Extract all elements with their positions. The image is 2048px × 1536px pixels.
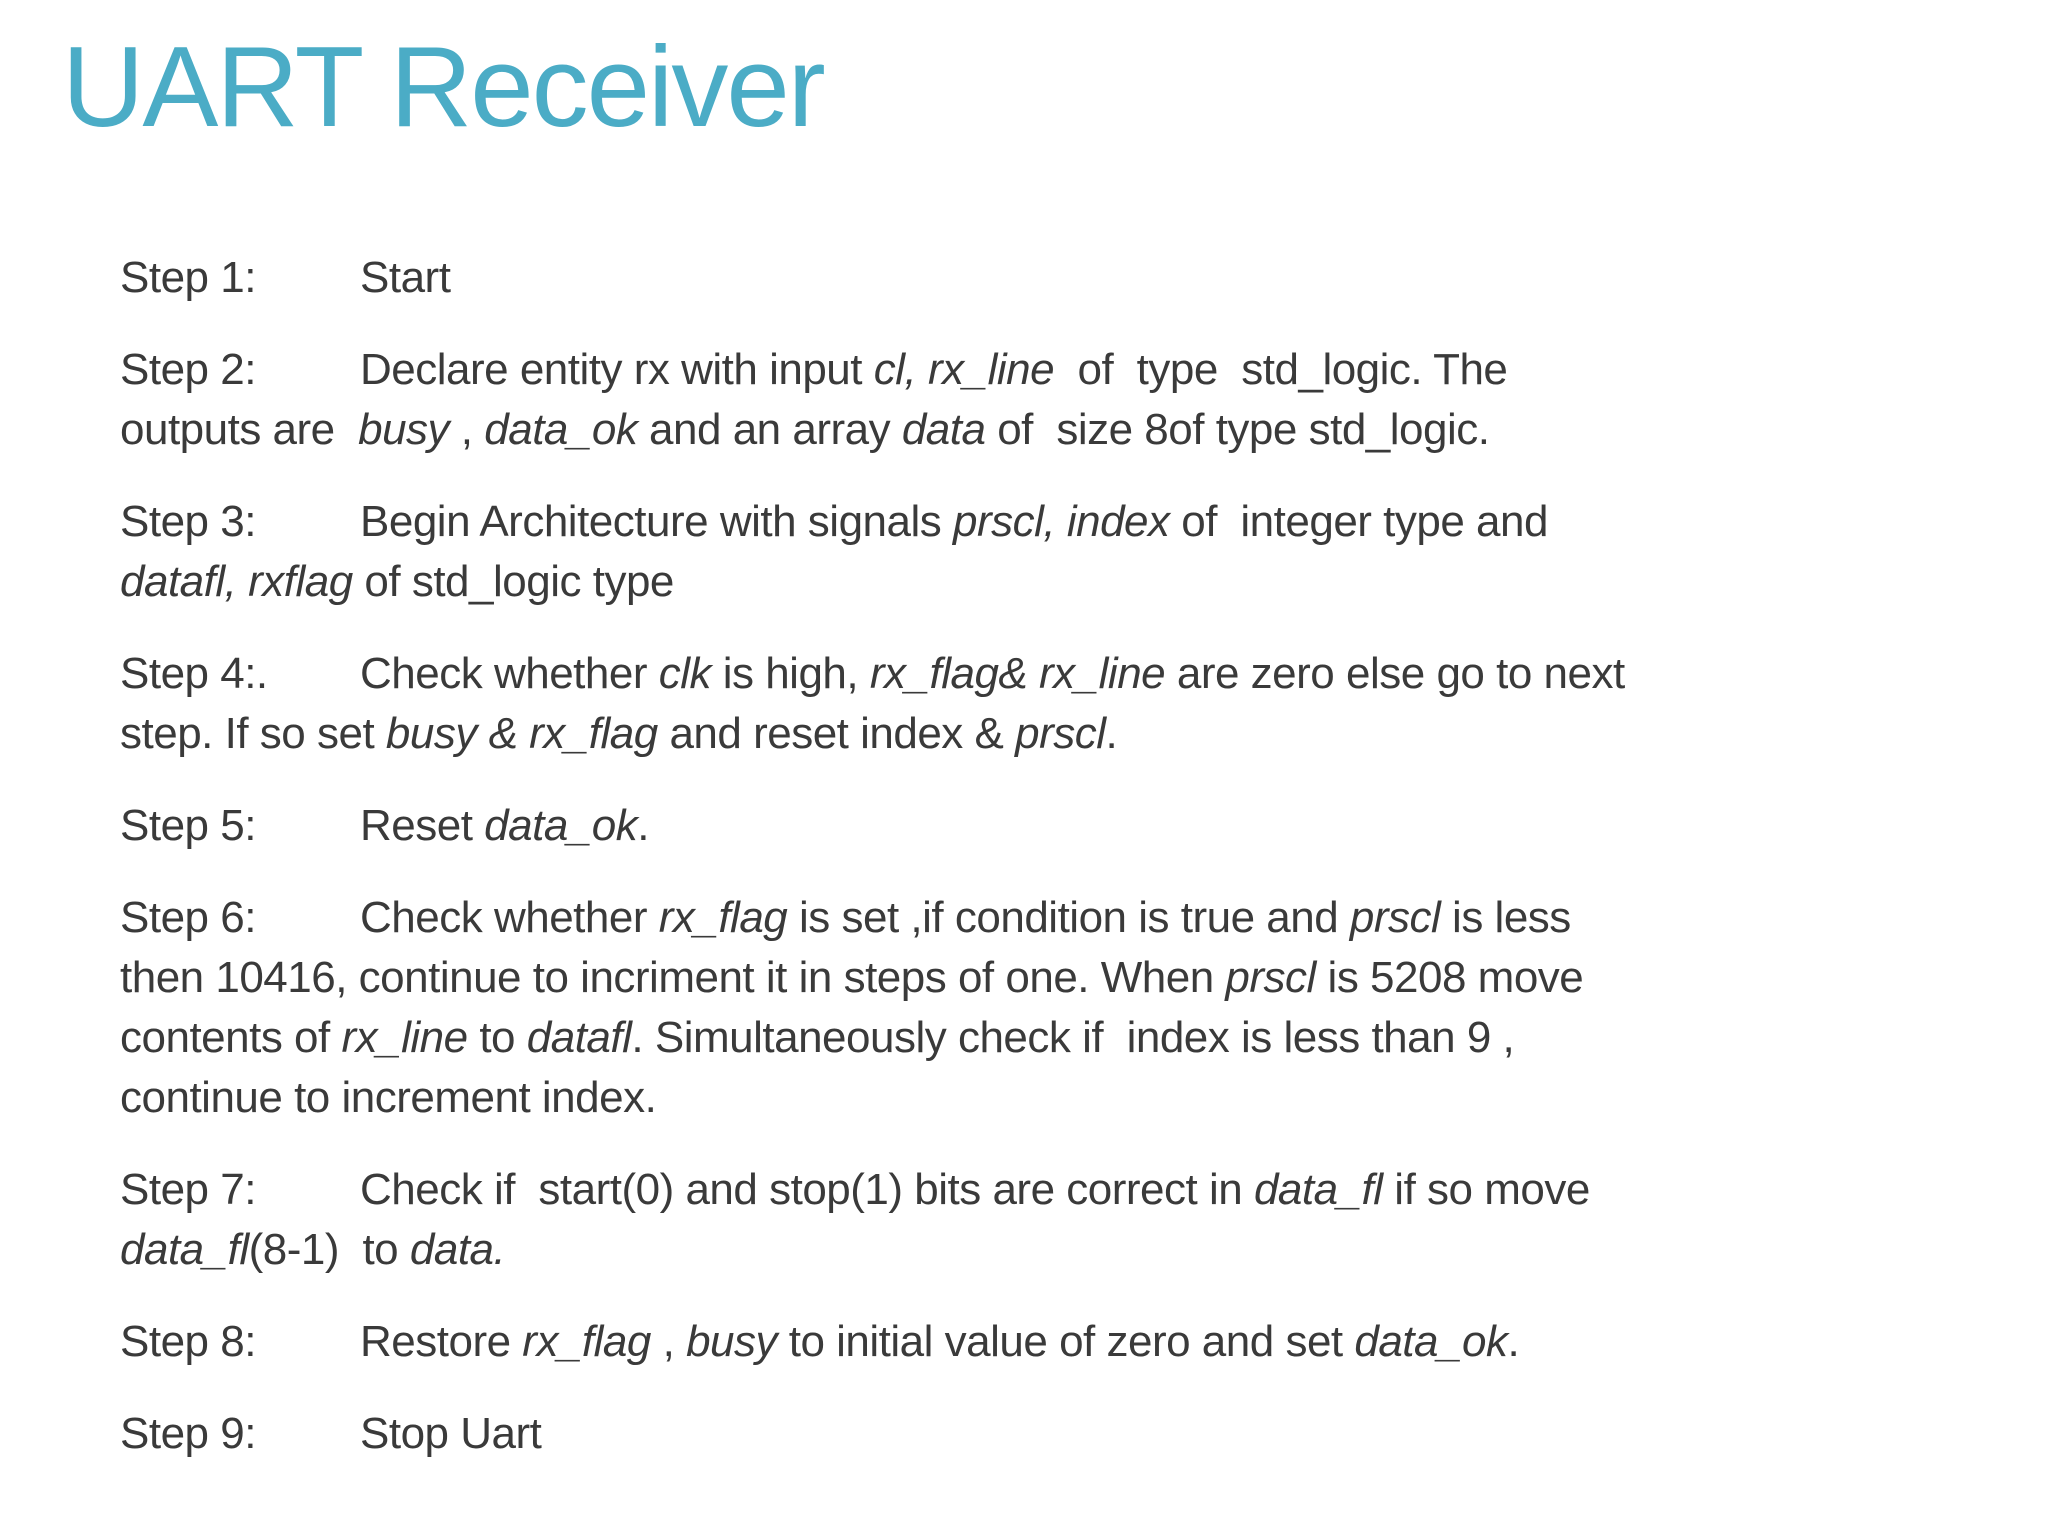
step-text-run: , [650, 1317, 687, 1366]
step-label: Step 7: [120, 1165, 256, 1214]
step-text-run: busy [686, 1317, 778, 1366]
step-label: Step 1: [120, 253, 256, 302]
step-text-run: Stop Uart [360, 1409, 542, 1458]
step-text-run: prscl, index [952, 497, 1170, 546]
step-label: Step 6: [120, 893, 256, 942]
step-text-run: of type std_logic. The [1054, 345, 1508, 394]
step-text-run: of size 8of type std_logic. [985, 405, 1490, 454]
step-text-run: (8-1) to [248, 1225, 410, 1274]
step-paragraph: Step 7: Check if start(0) and stop(1) bit… [120, 1160, 1968, 1280]
step-paragraph: Step 6: Check whether rx_flag is set ,if … [120, 888, 1968, 1128]
step-text-run: is less [1440, 893, 1571, 942]
step-text-run: data [901, 405, 986, 454]
step-text-run: rx_flag [522, 1317, 651, 1366]
step-text-run: of integer type and [1169, 497, 1548, 546]
step-text-run: busy & rx_flag [385, 709, 658, 758]
step-text-run: busy [358, 405, 450, 454]
step-text-run: Begin Architecture with signals [360, 497, 953, 546]
step-label: Step 4:. [120, 649, 268, 698]
step-text-run: if so move [1382, 1165, 1590, 1214]
step-label: Step 3: [120, 497, 256, 546]
step-text-run: datafl, rxflag [120, 557, 353, 606]
step-text-run: of std_logic type [352, 557, 674, 606]
step-text-run: and an array [637, 405, 902, 454]
step-text-run: Check whether [360, 649, 659, 698]
step-text-run: Restore [360, 1317, 523, 1366]
step-text-run: contents of [120, 1013, 342, 1062]
step-text-run: is 5208 move [1315, 953, 1584, 1002]
step-text-run: outputs are [120, 405, 359, 454]
step-text-run: rx_flag& [869, 649, 1028, 698]
step-paragraph: Step 3: Begin Architecture with signals p… [120, 492, 1968, 612]
step-text-run: data_fl [120, 1225, 249, 1274]
step-text-run: rx_line [341, 1013, 468, 1062]
step-text-run: data_ok [484, 405, 638, 454]
page-title: UART Receiver [62, 24, 826, 151]
step-text-run [1027, 649, 1039, 698]
step-text-run: Start [360, 253, 451, 302]
step-text-run: . [1507, 1317, 1520, 1366]
step-paragraph: Step 9: Stop Uart [120, 1404, 1968, 1464]
step-text-run: , [449, 405, 485, 454]
step-text-run: to [467, 1013, 527, 1062]
step-text-run: Check whether [360, 893, 659, 942]
step-text-run: clk [658, 649, 712, 698]
step-text-run: cl, rx_line [873, 345, 1055, 394]
step-text-run: prscl [1225, 953, 1316, 1002]
step-label: Step 8: [120, 1317, 256, 1366]
step-text-run: is high, [710, 649, 870, 698]
step-text-run: . [1105, 709, 1118, 758]
step-text-run: Declare entity rx with input [360, 345, 874, 394]
step-text-run: Reset [360, 801, 485, 850]
step-text-run: and reset index & [657, 709, 1016, 758]
step-paragraph: Step 8: Restore rx_flag , busy to initial… [120, 1312, 1968, 1372]
step-text-run: rx_flag [658, 893, 788, 942]
step-paragraph: Step 1: Start [120, 248, 1968, 308]
step-paragraph: Step 5: Reset data_ok. [120, 796, 1968, 856]
step-text-run: continue to increment index. [120, 1073, 657, 1122]
step-text-run: are zero else go to next [1165, 649, 1625, 698]
step-text-run: data. [409, 1225, 506, 1274]
step-text-run: prscl [1015, 709, 1106, 758]
step-text-run: . [637, 801, 649, 850]
step-text-run: Check if start(0) and stop(1) bits are c… [360, 1165, 1254, 1214]
step-text-run: step. If so set [120, 709, 386, 758]
step-text-run: data_fl [1253, 1165, 1383, 1214]
step-paragraph: Step 2: Declare entity rx with input cl, … [120, 340, 1968, 460]
step-text-run: data_ok [1354, 1317, 1508, 1366]
step-text-run: prscl [1349, 893, 1441, 942]
step-text-run: rx_line [1039, 649, 1166, 698]
step-text-run: datafl [526, 1013, 632, 1062]
step-text-run: data_ok [484, 801, 638, 850]
step-label: Step 9: [120, 1409, 256, 1458]
step-text-run: . Simultaneously check if index is less … [631, 1013, 1515, 1062]
step-text-run: then 10416, continue to incriment it in … [120, 953, 1226, 1002]
step-text-run: is set ,if condition is true and [787, 893, 1350, 942]
step-paragraph: Step 4:. Check whether clk is high, rx_fl… [120, 644, 1968, 764]
step-text-run: to initial value of zero and set [777, 1317, 1355, 1366]
step-label: Step 2: [120, 345, 256, 394]
step-label: Step 5: [120, 801, 256, 850]
